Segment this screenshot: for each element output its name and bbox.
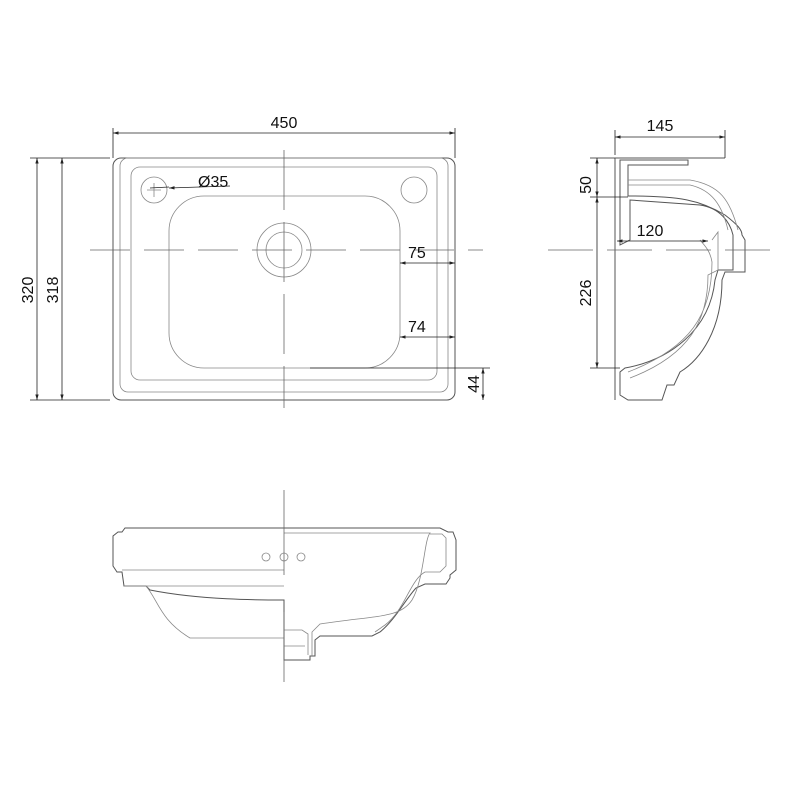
dim-offset-lower-label: 74 [408,319,426,336]
side-view: 145 50 226 120 [548,118,780,401]
side-wall-line [614,157,725,400]
front-bowl-right-section [284,532,447,656]
top-view: 450 320 318 Ø35 75 74 44 [20,115,490,408]
tap-hole-dim-label: Ø35 [198,174,228,191]
dim-height-outer-label: 320 [20,277,37,304]
front-outline [112,527,457,661]
front-rim-lines [122,569,284,587]
dim-rim-label: 50 [578,176,595,194]
tap-hole-leader [149,186,170,189]
front-view [112,490,457,682]
side-profile-inner [627,179,739,379]
front-bowl-left [145,585,284,639]
tap-hole [261,552,271,562]
tap-hole-crosshair-icon [147,183,161,197]
dim-front-rim-label: 44 [466,375,483,393]
dim-depth-label: 145 [647,118,674,135]
bowl-outline [168,195,401,369]
side-profile-outer [619,159,746,401]
tap-hole [296,552,306,562]
front-waste-section [284,629,309,655]
dim-bowl-height-label: 226 [578,280,595,307]
tap-hole-left [140,176,168,204]
dim-height-inner-label: 318 [45,277,62,304]
dim-offset-upper-label: 75 [408,245,426,262]
dim-bowl-depth-label: 120 [637,223,664,240]
dim-width-label: 450 [271,115,298,132]
tap-hole-right [400,176,428,204]
